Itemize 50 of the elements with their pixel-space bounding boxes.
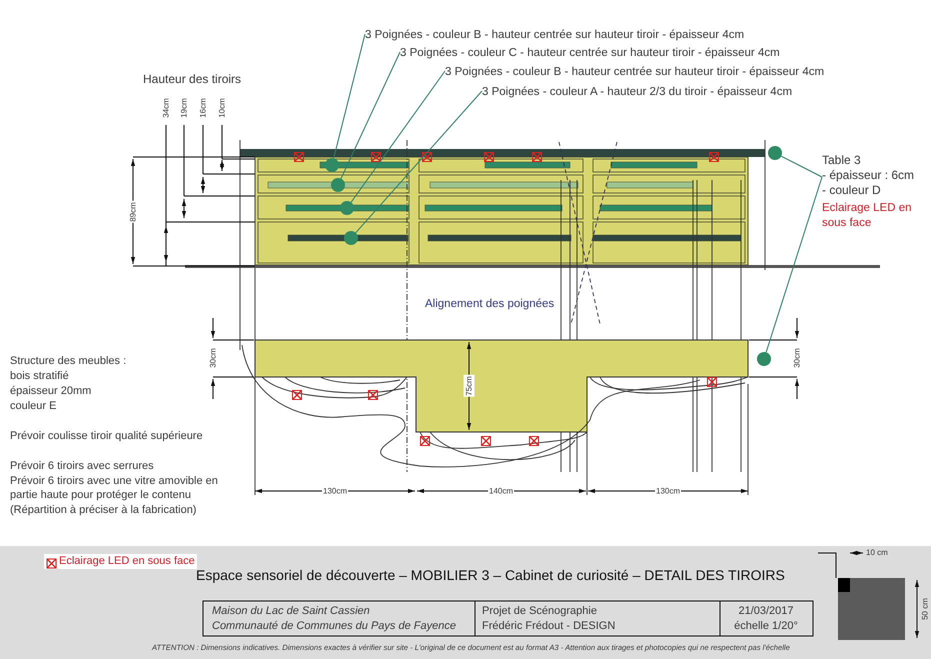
callout-text: 3 Poignées - couleur B - hauteur centrée sur hauteur tiroir - épaisseur 4cm bbox=[365, 28, 744, 42]
dimension-label: 10 cm bbox=[866, 547, 888, 558]
handle-marker-dot bbox=[331, 178, 345, 192]
dimension-label: 30cm bbox=[792, 347, 802, 369]
leader-line bbox=[340, 52, 400, 180]
note-text: - couleur D bbox=[822, 183, 882, 198]
dimension-label: 130cm bbox=[322, 486, 348, 496]
dimension-label: 19cm bbox=[178, 98, 190, 118]
dimension-label: 89cm bbox=[128, 201, 138, 223]
dimension-label: 10cm bbox=[216, 98, 228, 118]
dimension-label: 34cm bbox=[160, 98, 172, 118]
dimension-label: 16cm bbox=[198, 98, 208, 118]
callout-text: 3 Poignées - couleur A - hauteur 2/3 du tiroir - épaisseur 4cm bbox=[482, 85, 792, 99]
section-heading: Hauteur des tiroirs bbox=[143, 72, 242, 87]
note-text: Prévoir coulisse tiroir qualité supérieure bbox=[10, 429, 203, 443]
handle-marker-dot bbox=[757, 352, 771, 366]
dimension-label: 130cm bbox=[655, 486, 681, 496]
dimension-label: 50 cm bbox=[920, 598, 930, 620]
date-text: 21/03/2017 bbox=[738, 604, 794, 618]
callout-text: 3 Poignées - couleur B - hauteur centrée sur hauteur tiroir - épaisseur 4cm bbox=[445, 65, 824, 79]
legend-label: Eclairage LED en sous face bbox=[59, 555, 195, 568]
leader-line bbox=[780, 156, 822, 178]
designer-name: Frédéric Frédout - DESIGN bbox=[482, 619, 616, 633]
note-text: (Répartition à préciser à la fabrication) bbox=[10, 503, 196, 517]
client-name: Communauté de Communes du Pays de Fayence bbox=[212, 619, 456, 633]
annotation-text: Alignement des poignées bbox=[425, 297, 554, 312]
note-text: Prévoir 6 tiroirs avec une vitre amovible en partie haute pour protéger le contenu bbox=[10, 474, 219, 502]
handle-marker-dot bbox=[340, 201, 354, 215]
project-text: Projet de Scénographie bbox=[482, 604, 597, 618]
note-text: - épaisseur : 6cm bbox=[822, 168, 916, 183]
scale-text: échelle 1/20° bbox=[734, 619, 798, 633]
note-text: couleur E bbox=[10, 399, 56, 413]
dimension-label: 140cm bbox=[488, 486, 514, 496]
dimension-label: 75cm bbox=[464, 375, 474, 397]
note-text: Structure des meubles : bbox=[10, 354, 126, 368]
leader-line bbox=[355, 90, 482, 234]
handle-marker-dot bbox=[344, 231, 358, 245]
dimension-label: 30cm bbox=[208, 347, 218, 369]
note-text: Eclairage LED en sous face bbox=[822, 201, 912, 231]
leader-line bbox=[333, 34, 366, 159]
client-name: Maison du Lac de Saint Cassien bbox=[212, 604, 370, 618]
handle-marker-dot bbox=[325, 158, 339, 172]
note-text: Prévoir 6 tiroirs avec serrures bbox=[10, 459, 154, 473]
leader-line bbox=[766, 176, 822, 353]
note-text: épaisseur 20mm bbox=[10, 384, 92, 398]
drawing-title: Espace sensoriel de découverte – MOBILIER 3 – Cabinet de curiosité – DETAIL DES TIROIRS bbox=[196, 566, 785, 584]
note-text: bois stratifié bbox=[10, 369, 69, 383]
callout-text: 3 Poignées - couleur C - hauteur centrée sur hauteur tiroir - épaisseur 4cm bbox=[400, 46, 780, 60]
handle-marker-dot bbox=[768, 146, 782, 160]
note-text: Table 3 bbox=[822, 153, 862, 168]
